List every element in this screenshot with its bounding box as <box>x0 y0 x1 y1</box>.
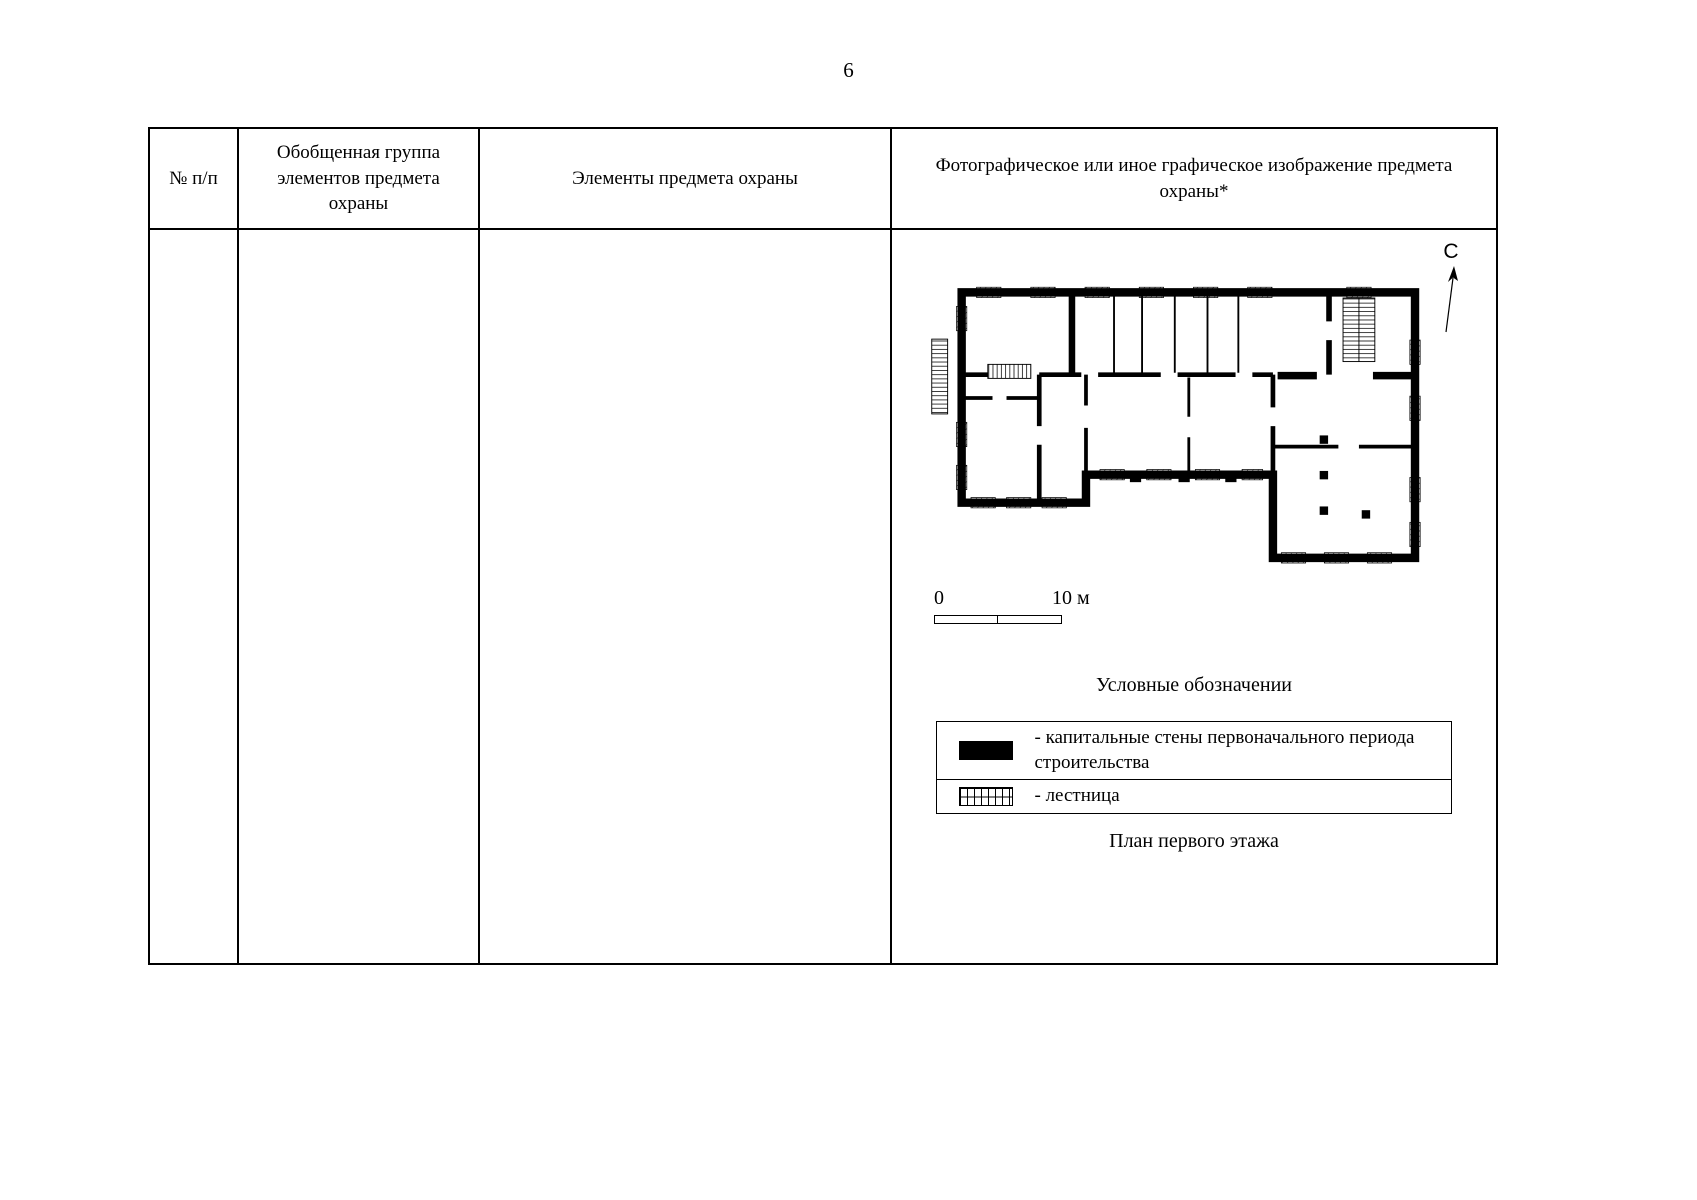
figure-caption: План первого этажа <box>1109 830 1279 853</box>
table-row: С <box>148 228 1498 965</box>
cell-elements <box>478 228 892 965</box>
header-row: № п/п Обобщенная группа элементов предме… <box>148 127 1498 230</box>
legend-row-stair: - лестница <box>936 779 1452 814</box>
protection-subject-table: № п/п Обобщенная группа элементов предме… <box>148 127 1498 965</box>
north-indicator: С <box>1434 240 1468 336</box>
cell-figure: С <box>890 228 1498 965</box>
table-header: № п/п Обобщенная группа элементов предме… <box>148 127 1498 230</box>
pilasters <box>1129 475 1237 483</box>
floor-plan-container <box>928 280 1496 579</box>
legend-swatch-cell <box>937 722 1035 780</box>
scale-bar-rule <box>934 615 1062 624</box>
page-number: 6 <box>843 58 854 82</box>
col-header-number: № п/п <box>148 127 239 230</box>
col-header-elements: Элементы предмета охраны <box>478 127 892 230</box>
table-body: С <box>148 228 1498 965</box>
legend-swatch-cell <box>936 779 1035 814</box>
window-openings <box>956 286 1421 564</box>
col-header-image: Фотографическое или иное графическое изо… <box>890 127 1498 230</box>
floor-plan-drawing <box>931 286 1421 564</box>
interior-walls <box>961 292 1416 503</box>
north-label: С <box>1443 240 1459 263</box>
col-header-group: Обобщенная группа элементов предмета охр… <box>237 127 480 230</box>
columns <box>1319 435 1371 519</box>
cell-group <box>237 228 480 965</box>
legend-label: - лестница <box>1034 779 1452 814</box>
legend-table: - капитальные стены первоначального пери… <box>936 721 1452 815</box>
legend-title: Условные обозначении <box>1096 674 1292 696</box>
staircases <box>931 297 1376 415</box>
north-arrow-icon <box>1445 266 1458 333</box>
scale-labels: 0 10 м <box>934 587 1154 613</box>
legend-label: - капитальные стены первоначального пери… <box>1034 727 1415 773</box>
legend-row-capital-walls: - капитальные стены первоначального пери… <box>937 722 1452 780</box>
cell-number <box>148 228 239 965</box>
scale-end-label: 10 м <box>1052 587 1090 609</box>
capital-wall-swatch <box>959 741 1013 761</box>
stair-swatch <box>959 787 1013 807</box>
scale-bar: 0 10 м <box>934 587 1154 624</box>
scale-start-label: 0 <box>934 587 944 609</box>
